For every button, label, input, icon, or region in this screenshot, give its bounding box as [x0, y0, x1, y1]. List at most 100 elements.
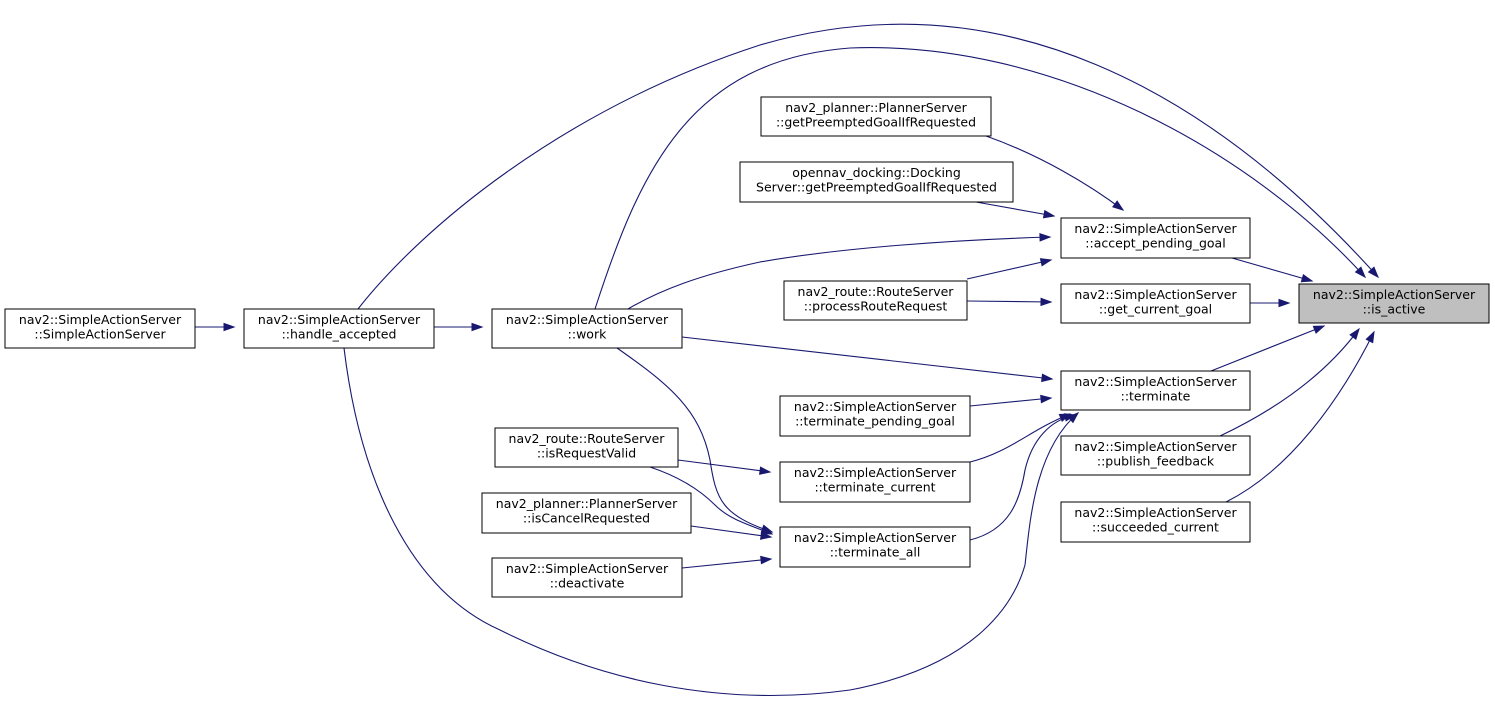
node-label-line-1: nav2_route::RouteServer — [509, 431, 666, 446]
node-succeeded-current[interactable]: nav2::SimpleActionServer::succeeded_curr… — [1060, 501, 1251, 543]
node-label-line-2: ::terminate_current — [814, 480, 935, 495]
node-work[interactable]: nav2::SimpleActionServer::work — [491, 308, 683, 349]
node-deactivate[interactable]: nav2::SimpleActionServer::deactivate — [491, 557, 683, 598]
edge-processRouteRequest-to-accept_pending_goal — [966, 258, 1053, 280]
node-processRouteRequest[interactable]: nav2_route::RouteServer::processRouteReq… — [783, 280, 968, 321]
node-label-line-1: nav2_route::RouteServer — [798, 284, 955, 299]
node-label-line-1: nav2_planner::PlannerServer — [496, 496, 678, 511]
arrowhead — [1039, 258, 1053, 267]
node-docking-getPreempted[interactable]: opennav_docking::DockingServer::getPreem… — [739, 161, 1014, 203]
edge-line — [681, 558, 772, 569]
node-isCancelRequested[interactable]: nav2_planner::PlannerServer::isCancelReq… — [481, 492, 692, 534]
node-terminate-current[interactable]: nav2::SimpleActionServer::terminate_curr… — [779, 461, 971, 503]
node-publish-feedback[interactable]: nav2::SimpleActionServer::publish_feedba… — [1060, 435, 1251, 476]
node-label-line-2: ::terminate — [1121, 389, 1191, 404]
edge-succeeded_current-to-is_active — [1225, 330, 1375, 503]
arrowhead — [1367, 266, 1379, 279]
node-label-line-2: ::terminate_pending_goal — [795, 414, 955, 429]
edge-line — [975, 201, 1055, 217]
edge-handle_accepted-to-is_active — [357, 23, 1379, 310]
arrowhead — [760, 526, 774, 535]
edge-line — [1225, 331, 1375, 503]
node-label-line-1: nav2::SimpleActionServer — [19, 312, 182, 327]
edge-handle_accepted-to-work — [434, 322, 484, 332]
node-label-line-2: ::isRequestValid — [537, 446, 636, 461]
edge-processRouteRequest-to-get_current_goal — [966, 297, 1053, 307]
node-label-line-2: Server::getPreemptedGoalIfRequested — [756, 180, 997, 195]
node-label-line-2: ::SimpleActionServer — [34, 327, 166, 342]
edge-publish_feedback-to-is_active — [1219, 327, 1360, 437]
edge-planner_getPreempted-to-accept_pending_goal — [985, 135, 1125, 211]
node-box — [1060, 435, 1251, 476]
node-label-line-1: nav2::SimpleActionServer — [1074, 287, 1237, 302]
edge-line — [677, 459, 771, 473]
node-get-current-goal[interactable]: nav2::SimpleActionServer::get_current_go… — [1060, 283, 1251, 324]
edges-layer — [195, 23, 1379, 697]
edge-line — [649, 466, 773, 535]
arrowhead — [1312, 325, 1326, 334]
node-box — [739, 161, 1014, 203]
node-label-line-1: nav2::SimpleActionServer — [1313, 287, 1476, 302]
node-label-line-2: ::work — [568, 327, 607, 342]
edge-deactivate-to-terminate_all — [681, 555, 773, 569]
edge-line — [966, 300, 1052, 303]
arrowhead — [760, 555, 773, 565]
arrowhead — [1039, 233, 1052, 242]
edge-isCancelRequested-to-terminate_all — [690, 525, 773, 540]
node-box — [779, 395, 971, 437]
edge-work-to-is_active — [594, 47, 1366, 310]
node-ctor[interactable]: nav2::SimpleActionServer::SimpleActionSe… — [4, 308, 196, 349]
node-handle-accepted[interactable]: nav2::SimpleActionServer::handle_accepte… — [243, 308, 435, 349]
node-label-line-2: ::get_current_goal — [1099, 302, 1212, 317]
edge-line — [1219, 328, 1360, 437]
arrowhead — [1041, 373, 1054, 383]
edge-terminate_pending_goal-to-terminate — [969, 394, 1053, 407]
node-box — [1060, 217, 1251, 259]
edge-line — [690, 525, 772, 538]
arrowhead — [223, 322, 236, 332]
node-planner-getPreempted[interactable]: nav2_planner::PlannerServer::getPreempte… — [760, 96, 992, 137]
node-label-line-2: ::publish_feedback — [1097, 454, 1215, 469]
node-box — [760, 96, 992, 137]
node-label-line-1: nav2::SimpleActionServer — [258, 312, 421, 327]
node-label-line-1: nav2::SimpleActionServer — [794, 530, 957, 545]
node-label-line-2: ::processRouteRequest — [804, 299, 948, 314]
arrowhead — [759, 466, 772, 475]
node-label-line-1: nav2::SimpleActionServer — [794, 399, 957, 414]
edge-docking_getPreempted-to-accept_pending_goal — [975, 201, 1056, 219]
node-label-line-1: nav2::SimpleActionServer — [506, 561, 669, 576]
node-box — [1060, 370, 1251, 411]
node-label-line-1: nav2::SimpleActionServer — [794, 465, 957, 480]
node-terminate[interactable]: nav2::SimpleActionServer::terminate — [1060, 370, 1251, 411]
node-label-line-2: ::terminate_all — [830, 545, 921, 560]
node-label-line-2: ::accept_pending_goal — [1085, 236, 1225, 251]
arrowhead — [1300, 273, 1314, 283]
node-label-line-2: ::handle_accepted — [282, 327, 397, 342]
node-label-line-2: ::getPreemptedGoalIfRequested — [776, 115, 976, 130]
node-box — [1060, 283, 1251, 324]
edge-line — [1231, 257, 1313, 282]
edge-line — [357, 23, 1379, 310]
node-label-line-1: nav2::SimpleActionServer — [1074, 374, 1237, 389]
edge-terminate-to-is_active — [1210, 325, 1326, 372]
arrowhead — [1365, 330, 1375, 344]
node-box — [243, 308, 435, 349]
node-box — [1060, 501, 1251, 543]
arrowhead — [1067, 412, 1080, 424]
node-isRequestValid[interactable]: nav2_route::RouteServer::isRequestValid — [494, 427, 679, 468]
node-terminate-pending-goal[interactable]: nav2::SimpleActionServer::terminate_pend… — [779, 395, 971, 437]
arrowhead — [1112, 200, 1125, 211]
node-label-line-2: ::is_active — [1363, 302, 1426, 317]
node-label-line-2: ::isCancelRequested — [523, 511, 650, 526]
edge-ctor-to-handle_accepted — [195, 322, 236, 332]
node-label-line-1: nav2::SimpleActionServer — [1074, 439, 1237, 454]
edge-get_current_goal-to-is_active — [1250, 298, 1291, 308]
arrowhead — [1278, 298, 1291, 308]
node-terminate-all[interactable]: nav2::SimpleActionServer::terminate_all — [779, 526, 971, 568]
node-is-active[interactable]: nav2::SimpleActionServer::is_active — [1298, 283, 1490, 324]
node-label-line-1: nav2::SimpleActionServer — [1074, 221, 1237, 236]
node-label-line-1: nav2_planner::PlannerServer — [785, 100, 967, 115]
node-accept-pending-goal[interactable]: nav2::SimpleActionServer::accept_pending… — [1060, 217, 1251, 259]
arrowhead — [1354, 266, 1366, 279]
